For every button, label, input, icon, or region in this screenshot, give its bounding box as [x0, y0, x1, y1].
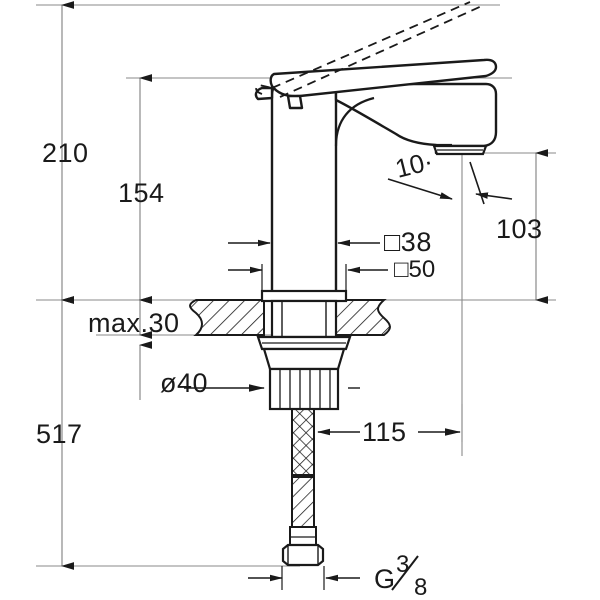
- thread-label-numerator: 3: [396, 551, 409, 578]
- angle-leaders: [387, 161, 513, 205]
- thread-label-prefix: G: [374, 564, 396, 594]
- dim-label-angle: 10·: [392, 146, 436, 184]
- dim-label-154: 154: [118, 178, 165, 208]
- mounting-assembly: [256, 289, 352, 411]
- dim-label-d40: ø40: [160, 368, 208, 398]
- thread-label-denominator: 8: [414, 574, 427, 600]
- dim-label-max30: max.30: [88, 308, 180, 338]
- dimension-50: [228, 264, 388, 294]
- dim-label-50: □50: [394, 256, 435, 283]
- aerator: [432, 144, 488, 156]
- lever-handle: [254, 58, 498, 110]
- dim-label-38: □38: [384, 227, 432, 257]
- faucet-body: [270, 82, 338, 302]
- flexible-hose: [281, 408, 325, 567]
- dim-label-103: 103: [496, 214, 543, 244]
- dim-label-517: 517: [36, 419, 83, 449]
- lever-handle-raised-ghost: [255, 1, 485, 98]
- faucet-spout: [334, 82, 498, 155]
- dimension-thread-arrows: [248, 566, 360, 590]
- dimension-d40: [139, 341, 360, 400]
- thread-label-g38: G 3 8: [374, 551, 427, 600]
- dim-label-210: 210: [42, 138, 89, 168]
- countertop-section: [189, 299, 391, 336]
- dim-label-115: 115: [362, 417, 407, 447]
